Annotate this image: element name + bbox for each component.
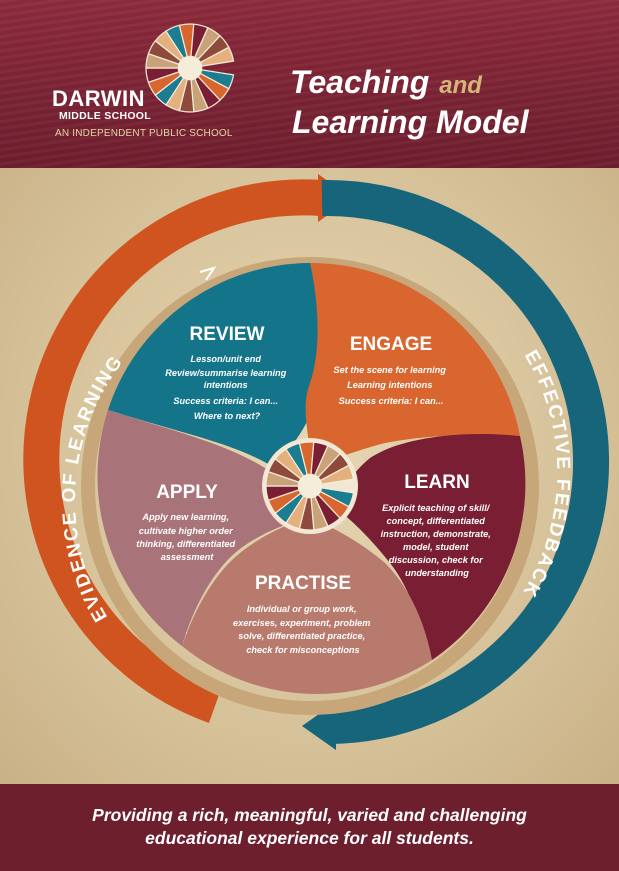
engage-title: ENGAGE xyxy=(350,334,432,355)
apply-segment xyxy=(97,410,305,646)
school-tagline: AN INDEPENDENT PUBLIC SCHOOL xyxy=(55,128,233,139)
review-line: Lesson/unit end xyxy=(190,354,261,364)
learn-segment xyxy=(335,434,526,660)
engage-line: Learning intentions xyxy=(347,380,432,390)
school-subtitle: MIDDLE SCHOOL xyxy=(59,110,151,122)
learn-line: discussion, check for xyxy=(389,555,483,565)
learn-line: concept, differentiated xyxy=(387,516,486,526)
school-name: DARWIN xyxy=(52,86,146,111)
review-segment xyxy=(108,263,327,468)
engage-line: Success criteria: I can... xyxy=(339,396,444,406)
apply-line: thinking, differentiated xyxy=(136,539,235,549)
learn-line: model, student xyxy=(403,542,469,552)
shell-core xyxy=(297,473,323,499)
review-line: Review/summarise learning xyxy=(165,368,286,378)
shell-logo-icon xyxy=(145,23,235,113)
apply-title: APPLY xyxy=(156,482,218,503)
learn-line: understanding xyxy=(405,568,469,578)
practise-line: check for misconceptions xyxy=(246,645,359,655)
title-teaching: Teaching xyxy=(290,64,430,100)
review-text: Lesson/unit end Review/summarise learnin… xyxy=(165,354,289,421)
engage-line: Set the scene for learning xyxy=(334,365,447,375)
section-learn: LEARN Explicit teaching of skill/ concep… xyxy=(335,434,526,660)
evidence-arrow-ring xyxy=(23,179,324,723)
footer-tagline: Providing a rich, meaningful, varied and… xyxy=(20,804,599,850)
learn-line: instruction, demonstrate, xyxy=(381,529,491,539)
section-practise: PRACTISE Individual or group work, exerc… xyxy=(182,518,432,694)
banner-texture xyxy=(0,0,619,168)
engage-segment xyxy=(305,262,520,470)
arrow-review xyxy=(199,266,217,281)
section-engage: ENGAGE Set the scene for learning Learni… xyxy=(305,262,520,470)
practise-title: PRACTISE xyxy=(255,573,351,594)
learn-title: LEARN xyxy=(404,472,469,493)
footer-banner: Providing a rich, meaningful, varied and… xyxy=(0,784,619,871)
review-line: Where to next? xyxy=(194,411,261,421)
review-line: intentions xyxy=(204,380,248,390)
page-title-line1: Teaching and xyxy=(290,64,482,104)
feedback-arrow-ring xyxy=(321,179,609,744)
apply-text: Apply new learning, cultivate higher ord… xyxy=(136,512,237,562)
center-shell-icon xyxy=(262,438,358,534)
apply-line: cultivate higher order xyxy=(139,526,233,536)
footer-line1: Providing a rich, meaningful, varied and… xyxy=(92,805,527,825)
header-banner: DARWIN MIDDLE SCHOOL AN INDEPENDENT PUBL… xyxy=(0,0,619,168)
practise-segment xyxy=(182,518,432,694)
shell-core xyxy=(177,55,203,81)
review-line: Success criteria: I can... xyxy=(173,396,278,406)
footer-line2: educational experience for all students. xyxy=(145,828,474,848)
page-title-line2: Learning Model xyxy=(292,104,529,140)
review-title: REVIEW xyxy=(190,324,265,345)
practise-text: Individual or group work, exercises, exp… xyxy=(233,604,373,655)
engage-text: Set the scene for learning Learning inte… xyxy=(334,365,449,406)
learning-cycle-diagram: REVIEW Lesson/unit end Review/summarise … xyxy=(23,174,609,750)
practise-line: solve, differentiated practice, xyxy=(238,631,365,641)
practise-line: Individual or group work, xyxy=(247,604,357,614)
title-and: and xyxy=(439,72,482,99)
learn-text: Explicit teaching of skill/ concept, dif… xyxy=(381,503,494,578)
apply-line: Apply new learning, xyxy=(141,512,229,522)
section-review: REVIEW Lesson/unit end Review/summarise … xyxy=(108,263,327,468)
learn-line: Explicit teaching of skill/ xyxy=(382,503,491,513)
section-apply: APPLY Apply new learning, cultivate high… xyxy=(97,410,305,646)
practise-line: exercises, experiment, problem xyxy=(233,618,370,628)
apply-line: assessment xyxy=(161,552,215,562)
